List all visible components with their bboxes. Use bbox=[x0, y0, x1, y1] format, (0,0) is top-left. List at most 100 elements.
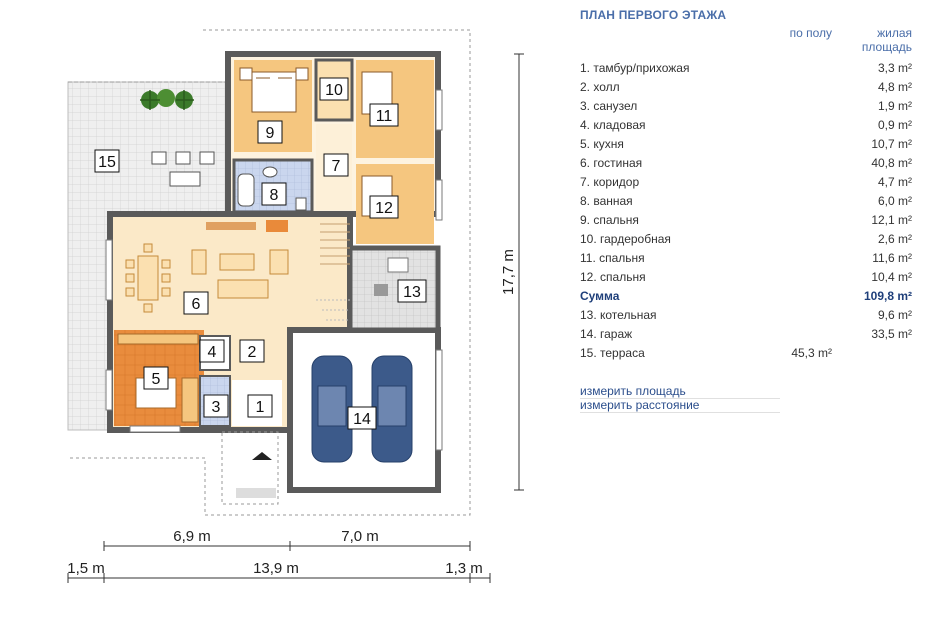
row-name: 6. гостиная bbox=[580, 156, 643, 170]
row-name: 4. кладовая bbox=[580, 118, 646, 132]
room-label-7: 7 bbox=[323, 153, 349, 177]
row-living: 10,4 m² bbox=[871, 270, 912, 284]
row-name: 8. ванная bbox=[580, 194, 633, 208]
row-living: 12,1 m² bbox=[871, 213, 912, 227]
room-label-12: 12 bbox=[369, 195, 399, 219]
area-table-panel: ПЛАН ПЕРВОГО ЭТАЖА по полу жилая площадь… bbox=[572, 0, 922, 626]
list-item: 12. спальня 10,4 m² bbox=[580, 268, 912, 287]
svg-text:5: 5 bbox=[152, 371, 161, 388]
dimension-height bbox=[514, 53, 524, 491]
dimension-label-bottom-right: 1,3 m bbox=[445, 560, 483, 577]
row-name: 12. спальня bbox=[580, 270, 646, 284]
row-name: 10. гардеробная bbox=[580, 232, 671, 246]
svg-text:8: 8 bbox=[270, 187, 279, 204]
row-name: 3. санузел bbox=[580, 99, 638, 113]
row-living: 3,3 m² bbox=[877, 61, 912, 75]
dimension-label-bottom-mid: 13,9 m bbox=[253, 560, 299, 577]
row-floor: 45,3 m² bbox=[791, 346, 832, 360]
row-living: 109,8 m² bbox=[863, 289, 912, 303]
list-item: 14. гараж 33,5 m² bbox=[580, 325, 912, 344]
row-name: 1. тамбур/прихожая bbox=[580, 61, 690, 75]
dimension-height-label: 17,7 m bbox=[500, 249, 517, 295]
dimension-label-right: 7,0 m bbox=[341, 528, 379, 545]
dining-table-icon bbox=[125, 243, 171, 313]
room-label-4: 4 bbox=[199, 339, 225, 363]
room-label-14: 14 bbox=[347, 406, 377, 430]
list-item: 1. тамбур/прихожая 3,3 m² bbox=[580, 59, 912, 78]
row-name: 14. гараж bbox=[580, 327, 633, 341]
row-living: 0,9 m² bbox=[877, 118, 912, 132]
room-label-1: 1 bbox=[247, 394, 273, 418]
measure-distance-link[interactable]: измерить расстояние bbox=[580, 398, 780, 413]
svg-text:12: 12 bbox=[375, 200, 393, 217]
list-item: 7. коридор 4,7 m² bbox=[580, 173, 912, 192]
list-item: 6. гостиная 40,8 m² bbox=[580, 154, 912, 173]
measure-area-link[interactable]: измерить площадь bbox=[580, 384, 780, 399]
row-living: 40,8 m² bbox=[871, 156, 912, 170]
svg-text:15: 15 bbox=[98, 154, 116, 171]
room-label-5: 5 bbox=[143, 366, 169, 390]
sum-row: Сумма 109,8 m² bbox=[580, 287, 912, 306]
list-item: 3. санузел 1,9 m² bbox=[580, 97, 912, 116]
car-icon bbox=[311, 355, 413, 463]
row-living: 9,6 m² bbox=[877, 308, 912, 322]
room-label-11: 11 bbox=[369, 103, 399, 127]
row-living: 2,6 m² bbox=[877, 232, 912, 246]
site-outline bbox=[70, 29, 471, 516]
row-living: 11,6 m² bbox=[872, 251, 912, 265]
bed-icon bbox=[251, 71, 297, 113]
svg-text:6: 6 bbox=[192, 296, 201, 313]
row-living: 1,9 m² bbox=[877, 99, 912, 113]
list-item: 15. терраса 45,3 m² bbox=[580, 344, 912, 363]
room-label-2: 2 bbox=[239, 339, 265, 363]
svg-text:10: 10 bbox=[325, 82, 343, 99]
panel-title: ПЛАН ПЕРВОГО ЭТАЖА bbox=[580, 8, 727, 22]
svg-text:3: 3 bbox=[212, 399, 221, 416]
floor-plan: 15 9 10 11 7 8 12 6 13 4 2 5 3 1 14 17,7… bbox=[67, 29, 524, 583]
row-name: 7. коридор bbox=[580, 175, 640, 189]
svg-text:11: 11 bbox=[376, 108, 393, 125]
dimension-label-left: 6,9 m bbox=[173, 528, 211, 545]
dimension-label-bottom-left: 1,5 m bbox=[67, 560, 105, 577]
list-item: 11. спальня 11,6 m² bbox=[580, 249, 912, 268]
column-header-floor: по полу bbox=[789, 26, 832, 40]
list-item: 2. холл 4,8 m² bbox=[580, 78, 912, 97]
plants-icon bbox=[140, 89, 194, 110]
svg-text:1: 1 bbox=[256, 399, 265, 416]
row-name: Сумма bbox=[580, 289, 620, 303]
row-name: 9. спальня bbox=[580, 213, 639, 227]
entrance-arrow-icon bbox=[252, 452, 272, 460]
svg-text:7: 7 bbox=[332, 158, 341, 175]
room-area-list: 1. тамбур/прихожая 3,3 m² 2. холл 4,8 m² 3. … bbox=[580, 59, 912, 363]
terrace-furniture bbox=[151, 151, 215, 187]
room-label-8: 8 bbox=[261, 182, 287, 206]
row-name: 13. котельная bbox=[580, 308, 657, 322]
row-living: 33,5 m² bbox=[871, 327, 912, 341]
list-item: 10. гардеробная 2,6 m² bbox=[580, 230, 912, 249]
row-name: 2. холл bbox=[580, 80, 620, 94]
row-living: 6,0 m² bbox=[877, 194, 912, 208]
list-item: 4. кладовая 0,9 m² bbox=[580, 116, 912, 135]
row-living: 4,7 m² bbox=[877, 175, 912, 189]
row-living: 4,8 m² bbox=[877, 80, 912, 94]
svg-text:4: 4 bbox=[208, 344, 217, 361]
svg-text:13: 13 bbox=[403, 284, 421, 301]
row-name: 11. спальня bbox=[580, 251, 645, 265]
dimension-lines bbox=[67, 541, 491, 583]
svg-text:2: 2 bbox=[248, 344, 257, 361]
row-living: 10,7 m² bbox=[871, 137, 912, 151]
room-label-15: 15 bbox=[94, 149, 120, 173]
list-item: 9. спальня 12,1 m² bbox=[580, 211, 912, 230]
list-item: 8. ванная 6,0 m² bbox=[580, 192, 912, 211]
sofa-icon bbox=[191, 249, 289, 299]
room-label-10: 10 bbox=[319, 77, 349, 101]
room-label-13: 13 bbox=[397, 279, 427, 303]
svg-text:14: 14 bbox=[353, 411, 371, 428]
room-label-3: 3 bbox=[203, 394, 229, 418]
row-name: 15. терраса bbox=[580, 346, 645, 360]
list-item: 13. котельная 9,6 m² bbox=[580, 306, 912, 325]
svg-text:9: 9 bbox=[266, 125, 275, 142]
room-label-9: 9 bbox=[257, 120, 283, 144]
room-label-6: 6 bbox=[183, 291, 209, 315]
